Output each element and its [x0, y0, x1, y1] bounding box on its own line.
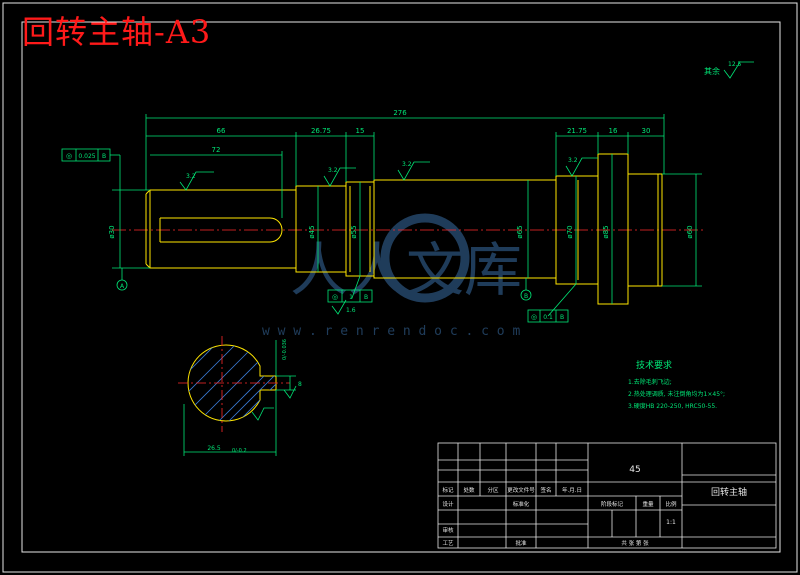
- tb-sheet-info: 共 张 第 张: [621, 539, 649, 547]
- tb-std: 标准化: [513, 500, 530, 508]
- tech-req-line-1: 1.去除毛刺飞边;: [628, 378, 672, 386]
- inner-frame: [21, 21, 781, 553]
- dim-66: 66: [217, 127, 226, 135]
- section-depth-tol: 0/-0.2: [232, 448, 247, 454]
- tb-material: 45: [629, 465, 640, 475]
- dim-dia-left2: ø45: [308, 225, 316, 238]
- dim-16: 16: [609, 127, 618, 135]
- tech-req-line-3: 3.硬度HB 220-250, HRC50-55.: [628, 402, 717, 410]
- section-view: 26.5 0/-0.2 8 0/-0.036: [178, 336, 302, 456]
- section-depth-dim: 26.5: [207, 445, 221, 452]
- dim-dia-end: ø60: [686, 225, 694, 238]
- tb-zone: 分区: [487, 486, 499, 494]
- dim-dia-right2: ø85: [602, 225, 610, 238]
- roughness-4: 3.2: [568, 157, 578, 164]
- roughness-rest-label: 其余: [704, 66, 720, 76]
- gdt-right-ref: B: [560, 314, 564, 321]
- roughness-rest-value: 12.5: [728, 61, 742, 68]
- roughness-2: 3.2: [328, 167, 338, 174]
- dim-15: 15: [356, 127, 365, 135]
- keyway-width-dim: 8: [298, 381, 302, 388]
- title-block-grid: [437, 442, 777, 549]
- tb-count: 处数: [463, 486, 475, 494]
- tb-scale: 比例: [665, 500, 677, 508]
- tech-req-heading: 技术要求: [636, 359, 672, 371]
- gdt-frames: [61, 148, 569, 323]
- gdt-left-value: 0.025: [78, 153, 95, 160]
- datum-a: A: [120, 283, 125, 290]
- tb-design: 设计: [442, 500, 454, 508]
- tb-process: 工艺: [442, 540, 454, 547]
- watermark-text: 人人文库: [290, 236, 522, 304]
- dim-30: 30: [642, 127, 651, 135]
- gdt-left-symbol: ◎: [66, 152, 72, 160]
- tb-check: 审核: [442, 526, 454, 534]
- gdt-left-ref: B: [102, 153, 106, 160]
- tb-mark: 标记: [442, 486, 454, 494]
- tb-date: 年.月.日: [562, 486, 582, 494]
- dim-21-75: 21.75: [567, 127, 587, 135]
- drawing-title: 回转主轴-A3: [22, 13, 212, 51]
- dim-72: 72: [212, 146, 221, 154]
- dim-26-75: 26.75: [311, 127, 331, 135]
- tech-req-line-2: 2.热处理调质, 未注倒角均为1×45°;: [628, 390, 725, 398]
- gdt-right-value: 0.1: [543, 314, 553, 321]
- tb-weight: 重量: [642, 500, 654, 508]
- watermark: 人人文库 w w w . r e n r e n d o c . c o m: [262, 213, 522, 339]
- dim-dia-right: ø70: [566, 225, 574, 238]
- tb-docno: 更改文件号: [507, 486, 535, 494]
- datum-b: B: [524, 293, 528, 300]
- tb-part-name: 回转主轴: [711, 486, 747, 498]
- dim-dia-left: ø30: [108, 225, 116, 238]
- roughness-symbols: [179, 61, 754, 315]
- gdt-mid-value: 1: [349, 294, 353, 301]
- gdt-mid-ref: B: [364, 294, 368, 301]
- dim-overall: 276: [393, 109, 407, 117]
- tb-approve: 批准: [515, 539, 527, 547]
- dim-dia-mid: ø55: [350, 225, 358, 238]
- gdt-right-symbol: ◎: [531, 313, 537, 321]
- tb-stage: 阶段标记: [601, 500, 624, 508]
- dim-dia-mid2: ø65: [516, 225, 524, 238]
- tb-scale-value: 1:1: [666, 519, 676, 526]
- roughness-1: 3.2: [186, 173, 196, 180]
- tb-sign: 签名: [540, 486, 551, 494]
- dimension-lines: [110, 114, 702, 317]
- gdt-mid-symbol: ◎: [332, 293, 338, 301]
- roughness-5: 1.6: [346, 307, 356, 314]
- watermark-url: w w w . r e n r e n d o c . c o m: [262, 324, 520, 339]
- keyway-tolerance: 0/-0.036: [282, 339, 288, 360]
- roughness-3: 3.2: [402, 161, 412, 168]
